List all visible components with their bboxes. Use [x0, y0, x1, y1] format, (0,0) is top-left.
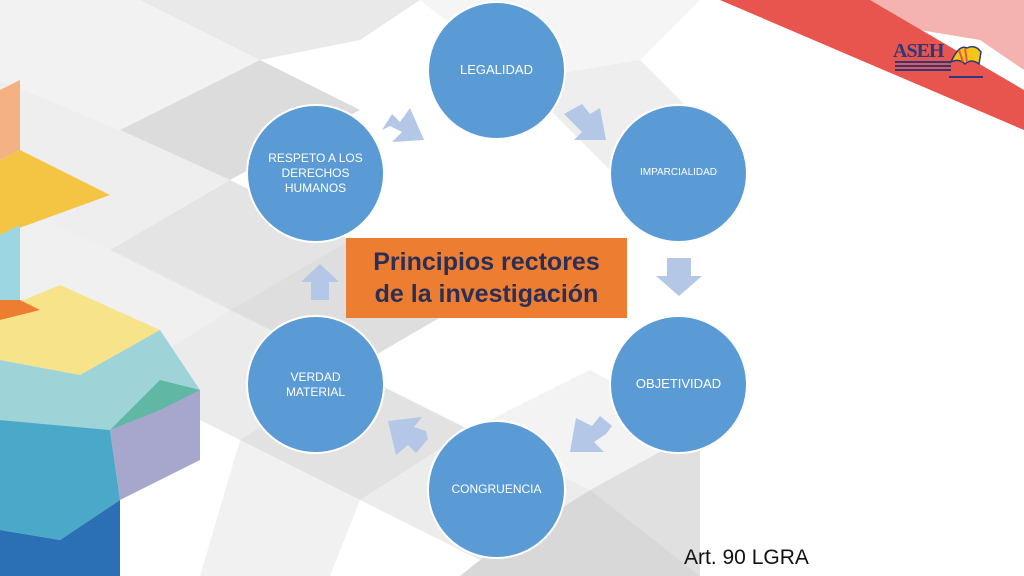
- logo-tagline-lines: [895, 61, 951, 63]
- node-label: LEGALIDAD: [460, 62, 533, 78]
- book-icon: [949, 45, 982, 66]
- node-label: VERDAD MATERIAL: [285, 369, 346, 399]
- node-label: RESPETO A LOS DERECHOS HUMANOS: [268, 151, 363, 195]
- node-label: CONGRUENCIA: [451, 482, 542, 496]
- node-verdad-material: VERDAD MATERIAL: [246, 315, 385, 454]
- center-title: Principios rectores de la investigación: [373, 247, 600, 309]
- arrow-verdad-to-respeto: [301, 264, 339, 300]
- aseh-logo: ASEH: [893, 40, 988, 80]
- node-congruencia: CONGRUENCIA: [427, 420, 566, 559]
- node-respeto-derechos-humanos: RESPETO A LOS DERECHOS HUMANOS: [246, 104, 385, 243]
- arrow-respeto-to-legalidad: [382, 108, 424, 142]
- arrow-legalidad-to-imparcialidad: [564, 104, 606, 140]
- arrow-imparcialidad-to-objetividad: [656, 258, 702, 296]
- logo-tagline-line: [949, 76, 983, 78]
- node-imparcialidad: IMPARCIALIDAD: [609, 104, 748, 243]
- logo-text: ASEH: [893, 40, 944, 62]
- arrow-congruencia-to-verdad: [388, 417, 428, 455]
- node-label: OBJETIVIDAD: [635, 376, 722, 392]
- center-title-box: Principios rectores de la investigación: [346, 238, 627, 318]
- footer-reference: Art. 90 LGRA: [684, 546, 809, 569]
- node-label: IMPARCIALIDAD: [639, 167, 718, 179]
- arrow-objetividad-to-congruencia: [570, 416, 612, 452]
- node-objetividad: OBJETIVIDAD: [609, 315, 748, 454]
- node-legalidad: LEGALIDAD: [427, 1, 566, 140]
